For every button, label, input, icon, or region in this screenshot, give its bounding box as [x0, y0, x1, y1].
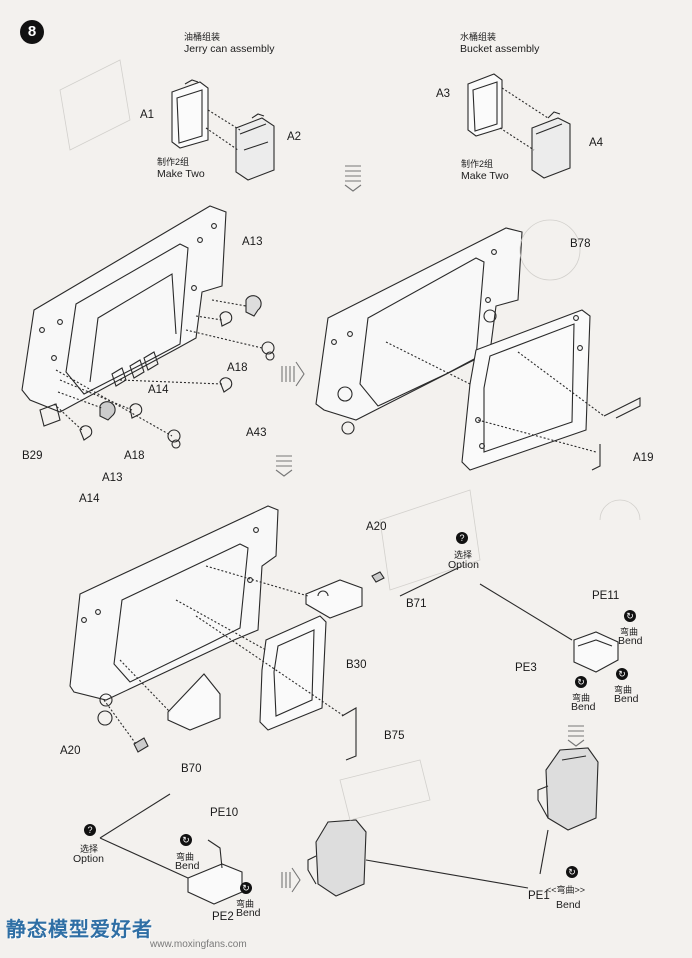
bend-icon-pe3: ↻	[575, 676, 587, 688]
part-label-a14-bottom: A14	[79, 493, 100, 505]
part-label-a18-bottom: A18	[124, 450, 145, 462]
option-bottom-cn: 选择	[80, 844, 99, 854]
part-a43-bottom	[167, 429, 181, 449]
part-a43-top	[261, 341, 275, 361]
bend-cn-pe2: 弯曲	[236, 899, 255, 909]
bucket-make-two: Make Two	[461, 170, 509, 182]
bucket-title-cn: 水桶组装	[460, 32, 497, 42]
option-top-label: Option	[448, 559, 479, 571]
part-label-a4: A4	[589, 137, 604, 149]
part-label-a20-bottom: A20	[60, 745, 81, 757]
part-a20-top	[371, 571, 385, 583]
part-label-a3: A3	[436, 88, 451, 100]
jerry-can-part-a1	[171, 79, 209, 149]
part-label-b75: B75	[384, 730, 405, 742]
part-label-pe2: PE2	[212, 911, 234, 923]
side-panel-bottom	[69, 505, 279, 726]
bend-label-pe10: Bend	[175, 860, 200, 872]
bucket-part-a3	[467, 73, 503, 137]
part-label-b78: B78	[570, 238, 591, 250]
part-label-a13-bottom: A13	[102, 472, 123, 484]
part-label-pe1: PE1	[528, 890, 550, 902]
part-label-a18-top: A18	[227, 362, 248, 374]
bend-label-pe2: Bend	[236, 907, 261, 919]
jerry-can-make-cn: 制作2组	[157, 157, 190, 167]
step-number-badge: 8	[20, 20, 44, 44]
part-a14-bottom	[79, 425, 93, 441]
bend-cn-pe1: <<弯曲>>	[546, 885, 586, 895]
part-a13-bottom	[99, 401, 116, 421]
jerry-can-part-a2	[235, 113, 275, 181]
jerry-can-make-two: Make Two	[157, 168, 205, 180]
part-label-pe10: PE10	[210, 807, 239, 819]
bend-cn-pe3-right: 弯曲	[614, 685, 633, 695]
part-a19	[591, 397, 641, 471]
bend-cn-pe3: 弯曲	[572, 693, 591, 703]
assembled-can-bottom	[307, 819, 367, 897]
option-info-icon-top: ?	[456, 532, 468, 544]
part-a18-bottom	[129, 403, 143, 419]
part-b30	[259, 615, 327, 731]
bend-icon-pe11: ↻	[624, 610, 636, 622]
bend-cn-pe11: 弯曲	[620, 627, 639, 637]
bend-label-pe3: Bend	[571, 701, 596, 713]
part-label-b71: B71	[406, 598, 427, 610]
part-label-pe3: PE3	[515, 662, 537, 674]
bend-icon-pe10: ↻	[180, 834, 192, 846]
part-label-a2: A2	[287, 131, 302, 143]
bend-label-pe3-right: Bend	[614, 693, 639, 705]
bucket-part-a4	[531, 111, 571, 179]
part-label-a20-top: A20	[366, 521, 387, 533]
option-info-icon-bottom: ?	[84, 824, 96, 836]
part-b75	[341, 707, 357, 761]
bend-icon-pe2: ↻	[240, 882, 252, 894]
jerry-can-title-cn: 油桶组装	[184, 32, 221, 42]
bend-icon-pe3-right: ↻	[616, 668, 628, 680]
part-label-a43: A43	[246, 427, 267, 439]
part-label-a13-top: A13	[242, 236, 263, 248]
part-a18-top	[219, 311, 233, 327]
option-top-cn: 选择	[454, 550, 473, 560]
watermark-url: www.moxingfans.com	[150, 939, 247, 950]
assembled-can-right	[537, 747, 599, 831]
bend-cn-pe10: 弯曲	[176, 852, 195, 862]
side-panel-left	[21, 205, 227, 427]
part-label-pe11: PE11	[592, 590, 620, 602]
bucket-make-cn: 制作2组	[461, 159, 494, 169]
part-b78	[461, 309, 591, 471]
part-b70	[167, 673, 221, 731]
jerry-can-title: Jerry can assembly	[184, 43, 275, 55]
part-pe11-pe3	[573, 631, 619, 673]
part-label-a14-mid: A14	[148, 384, 169, 396]
part-a14-mid	[219, 377, 233, 393]
part-label-a1: A1	[140, 109, 155, 121]
part-a20-bottom	[133, 737, 149, 753]
part-label-a19: A19	[633, 452, 654, 464]
part-a13-top	[245, 295, 262, 317]
bend-icon-pe1: ↻	[566, 866, 578, 878]
bucket-title: Bucket assembly	[460, 43, 540, 55]
part-label-b29: B29	[22, 450, 43, 462]
part-label-b70: B70	[181, 763, 202, 775]
part-b71	[305, 579, 363, 619]
bend-label-pe1: Bend	[556, 899, 581, 911]
watermark-logo: 静态模型爱好者	[6, 919, 153, 941]
part-pe10-pe2	[187, 839, 243, 905]
option-bottom-label: Option	[73, 853, 104, 865]
part-label-b30: B30	[346, 659, 367, 671]
side-panel-right	[315, 227, 523, 435]
bend-label-pe11: Bend	[618, 635, 643, 647]
